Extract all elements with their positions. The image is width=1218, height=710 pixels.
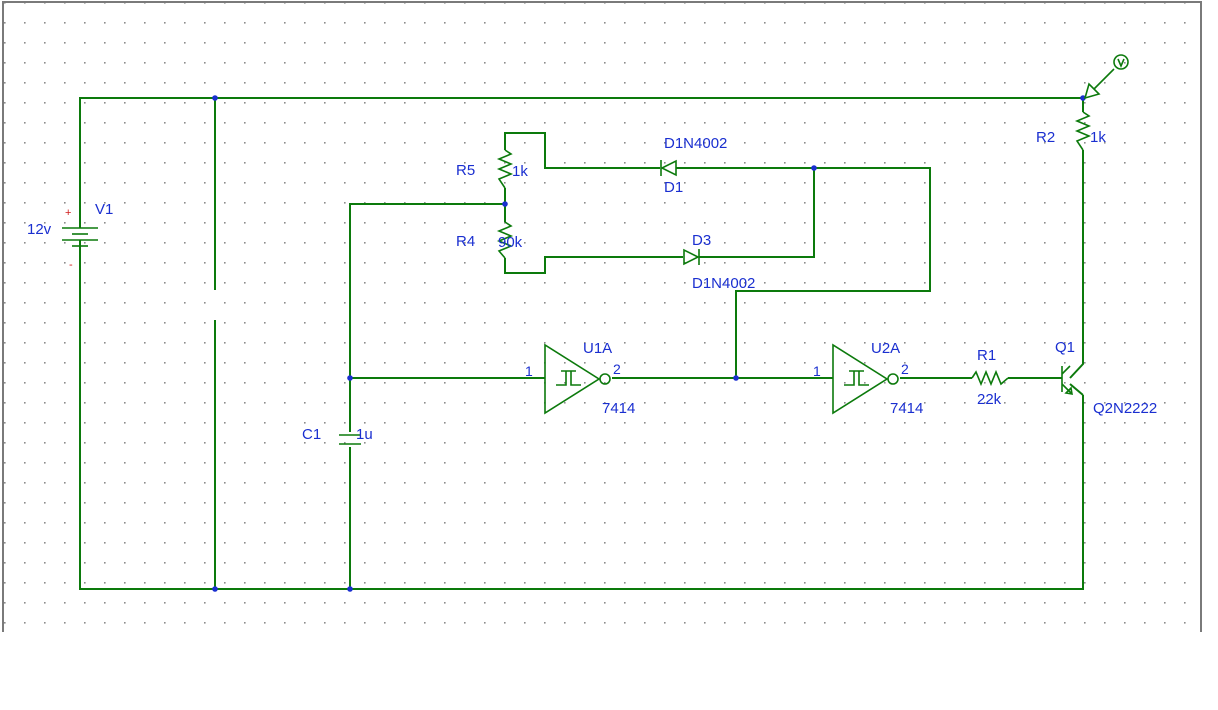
wires xyxy=(79,97,1084,590)
q1-model: Q2N2222 xyxy=(1093,400,1157,417)
r4-value: 90k xyxy=(498,234,523,251)
resistor-r4[interactable] xyxy=(496,221,514,259)
diode-d3[interactable] xyxy=(683,248,700,266)
u1a-part: 7414 xyxy=(602,400,635,417)
v1-minus: - xyxy=(69,259,73,271)
d3-label: D3 xyxy=(692,232,711,249)
schmitt-inverter-u1a[interactable] xyxy=(544,343,611,415)
r5-label: R5 xyxy=(456,162,475,179)
r2-value: 1k xyxy=(1090,129,1106,146)
dot-grid xyxy=(3,2,1201,630)
diode-d1[interactable] xyxy=(660,159,677,177)
v1-label: V1 xyxy=(95,201,113,218)
d3-model: D1N4002 xyxy=(692,275,755,292)
wire-d3-join xyxy=(699,168,815,258)
wire-top-rail xyxy=(79,97,1083,222)
resistor-r1[interactable] xyxy=(971,369,1009,387)
u1a-pin-out: 2 xyxy=(613,361,621,377)
voltage-probe-icon[interactable] xyxy=(1083,54,1129,100)
u1a-label: U1A xyxy=(583,340,612,357)
r1-value: 22k xyxy=(977,391,1002,408)
u2a-label: U2A xyxy=(871,340,900,357)
wire-c1-top xyxy=(349,203,505,432)
d1-label: D1 xyxy=(664,179,683,196)
resistor-r2[interactable] xyxy=(1074,111,1092,151)
q1-label: Q1 xyxy=(1055,339,1075,356)
u2a-pin-out: 2 xyxy=(901,361,909,377)
capacitor-c1[interactable] xyxy=(339,434,361,445)
wire-r4-d3 xyxy=(504,256,683,274)
transistor-q1[interactable] xyxy=(1061,365,1073,395)
u2a-part: 7414 xyxy=(890,400,923,417)
v1-value: 12v xyxy=(27,221,52,238)
d1-model: D1N4002 xyxy=(664,135,727,152)
wire-r2-collector xyxy=(1069,150,1084,379)
wire-emitter xyxy=(1069,383,1084,396)
r1-label: R1 xyxy=(977,347,996,364)
wire-d1-feedback xyxy=(676,167,931,378)
u1a-pin-in: 1 xyxy=(525,363,533,379)
resistor-r5[interactable] xyxy=(496,149,514,189)
c1-value: 1u xyxy=(356,426,373,443)
r4-label: R4 xyxy=(456,233,475,250)
wire-bottom-rail xyxy=(79,244,1084,590)
c1-label: C1 xyxy=(302,426,321,443)
wire-r5-d1 xyxy=(504,132,660,169)
r2-label: R2 xyxy=(1036,129,1055,146)
battery-v1[interactable] xyxy=(62,222,98,247)
u2a-pin-in: 1 xyxy=(813,363,821,379)
v1-plus: + xyxy=(65,207,71,219)
r5-value: 1k xyxy=(512,163,528,180)
junctions xyxy=(212,95,1086,592)
schmitt-inverter-u2a[interactable] xyxy=(832,343,899,415)
